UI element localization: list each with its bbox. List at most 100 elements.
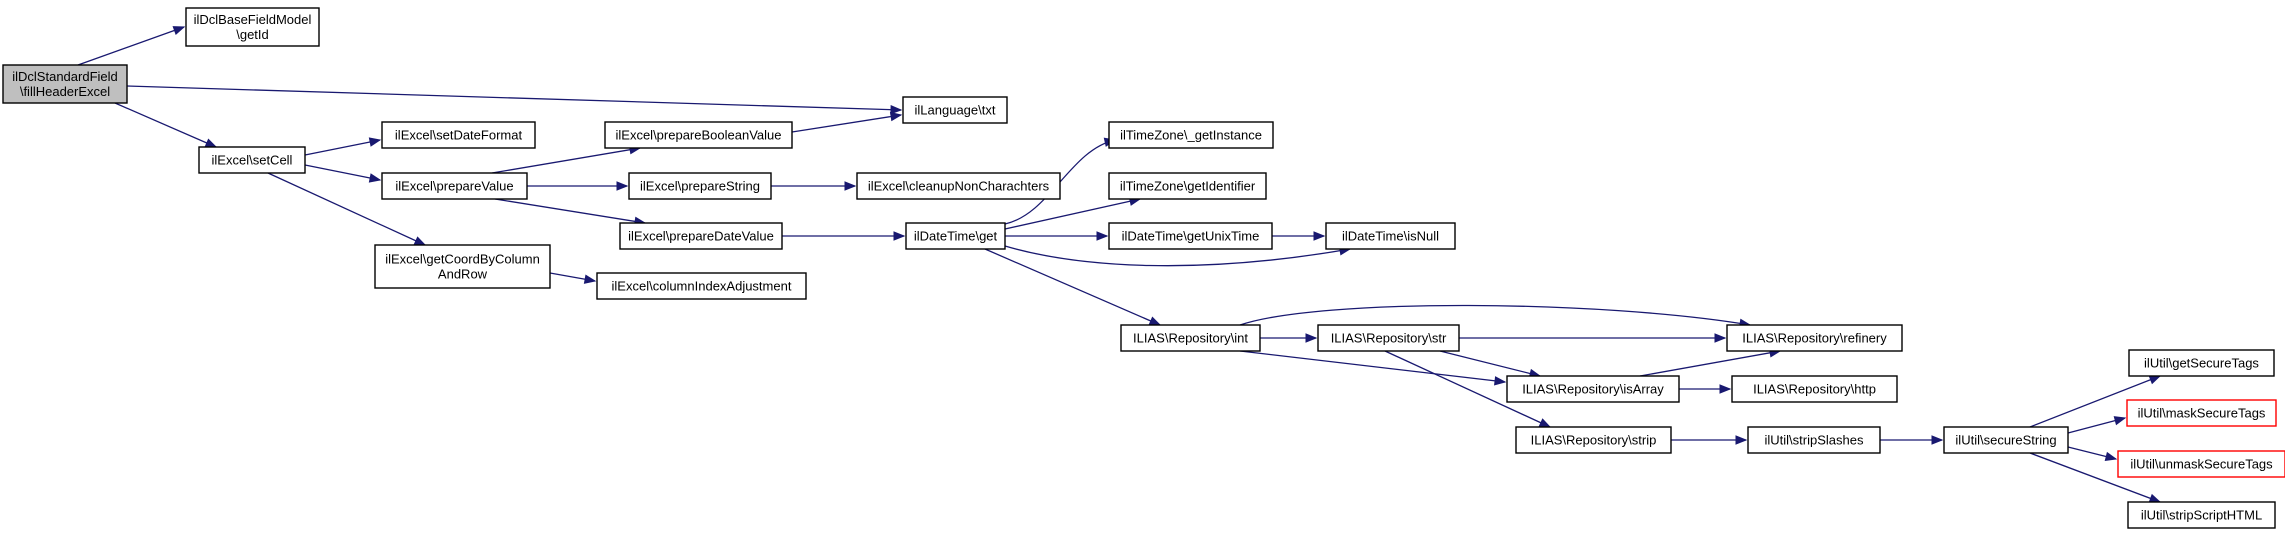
edge-secureString-to-unmaskSecureTags xyxy=(2067,446,2118,462)
arrowhead-icon xyxy=(893,231,906,241)
node-setDateFormat[interactable]: ilExcel\setDateFormat xyxy=(381,121,536,149)
edge-repoStr-to-repoRefinery xyxy=(1459,333,1727,343)
edge-line xyxy=(1639,350,1781,377)
edge-dateTimeGet-to-getUnixTime xyxy=(1005,231,1109,241)
arrowhead-icon xyxy=(583,274,597,284)
node-label: ilExcel\prepareString xyxy=(640,179,760,194)
node-columnIndexAdjustment[interactable]: ilExcel\columnIndexAdjustment xyxy=(596,272,807,300)
node-maskSecureTags[interactable]: ilUtil\maskSecureTags xyxy=(2126,399,2277,427)
edge-line xyxy=(2029,375,2161,428)
node-label: ilUtil\unmaskSecureTags xyxy=(2130,457,2273,472)
edge-repoStrip-to-stripSlashes xyxy=(1671,435,1748,445)
edge-line xyxy=(1239,304,1751,326)
arrowhead-icon xyxy=(2104,451,2118,462)
edge-prepareDateValue-to-dateTimeGet xyxy=(782,231,906,241)
edge-repoInt-to-repoStr xyxy=(1260,333,1318,343)
node-setCell[interactable]: ilExcel\setCell xyxy=(198,146,306,174)
node-stripSlashes[interactable]: ilUtil\stripSlashes xyxy=(1747,426,1881,454)
edge-prepareValue-to-prepareDateValue xyxy=(494,198,647,227)
node-repoStrip[interactable]: ILIAS\Repository\strip xyxy=(1515,426,1672,454)
node-box xyxy=(619,222,783,250)
node-label: ilUtil\stripScriptHTML xyxy=(2141,508,2262,523)
node-prepareString[interactable]: ilExcel\prepareString xyxy=(628,172,772,200)
node-box xyxy=(2,64,128,104)
edge-secureString-to-maskSecureTags xyxy=(2067,416,2127,434)
node-prepareBooleanValue[interactable]: ilExcel\prepareBooleanValue xyxy=(604,121,793,149)
node-label: ILIAS\Repository\refinery xyxy=(1742,331,1887,346)
edge-line xyxy=(491,147,641,174)
node-box xyxy=(856,172,1061,200)
arrowhead-icon xyxy=(368,137,382,147)
node-stripScriptHTML[interactable]: ilUtil\stripScriptHTML xyxy=(2127,501,2276,529)
node-box xyxy=(381,121,536,149)
edge-line xyxy=(304,139,381,156)
arrowhead-icon xyxy=(1313,231,1326,241)
arrowhead-icon xyxy=(1735,435,1748,445)
node-label: ilUtil\stripSlashes xyxy=(1765,433,1864,448)
node-box xyxy=(628,172,772,200)
node-label: ILIAS\Repository\strip xyxy=(1531,433,1657,448)
node-box xyxy=(1120,324,1261,352)
edge-line xyxy=(1004,198,1141,230)
node-dateTimeGet[interactable]: ilDateTime\get xyxy=(905,222,1006,250)
arrowhead-icon xyxy=(1148,316,1162,326)
node-txt[interactable]: ilLanguage\txt xyxy=(902,96,1008,124)
node-box xyxy=(596,272,807,300)
node-isNull[interactable]: ilDateTime\isNull xyxy=(1325,222,1456,250)
node-prepareDateValue[interactable]: ilExcel\prepareDateValue xyxy=(619,222,783,250)
arrowhead-icon xyxy=(1714,333,1727,343)
edge-root-to-txt xyxy=(126,85,903,115)
arrowhead-icon xyxy=(1538,418,1552,428)
node-box xyxy=(1108,121,1274,149)
edge-line xyxy=(494,198,646,224)
node-box xyxy=(2127,501,2276,529)
node-prepareValue[interactable]: ilExcel\prepareValue xyxy=(381,172,528,200)
node-repoStr[interactable]: ILIAS\Repository\str xyxy=(1317,324,1460,352)
edge-prepareBooleanValue-to-txt xyxy=(791,111,903,133)
node-getInstance[interactable]: ilTimeZone\_getInstance xyxy=(1108,121,1274,149)
node-label: ilExcel\cleanupNonCharachters xyxy=(868,179,1050,194)
edge-line xyxy=(1439,350,1541,377)
node-box xyxy=(1515,426,1672,454)
node-getIdentifier[interactable]: ilTimeZone\getIdentifier xyxy=(1108,172,1267,200)
node-getSecureTags[interactable]: ilUtil\getSecureTags xyxy=(2128,349,2275,377)
graph-nodes: ilDclStandardField\fillHeaderExcelilDclB… xyxy=(2,7,2285,529)
edge-repoStr-to-repoIsArray xyxy=(1439,350,1542,379)
arrowhead-icon xyxy=(1305,333,1318,343)
edge-repoInt-to-repoRefinery xyxy=(1239,304,1752,328)
edge-repoIsArray-to-repoHttp xyxy=(1679,384,1732,394)
arrowhead-icon xyxy=(844,181,857,191)
node-label: ilExcel\prepareBooleanValue xyxy=(616,128,782,143)
node-label: ILIAS\Repository\int xyxy=(1133,331,1248,346)
node-label: ilLanguage\txt xyxy=(915,103,996,118)
node-box xyxy=(1108,222,1273,250)
node-label: ilExcel\getCoordByColumn xyxy=(385,252,540,267)
node-repoInt[interactable]: ILIAS\Repository\int xyxy=(1120,324,1261,352)
arrowhead-icon xyxy=(1931,435,1944,445)
node-secureString[interactable]: ilUtil\secureString xyxy=(1943,426,2069,454)
node-box xyxy=(381,172,528,200)
edge-line xyxy=(126,85,902,111)
node-unmaskSecureTags[interactable]: ilUtil\unmaskSecureTags xyxy=(2117,450,2285,478)
node-cleanupNonCharachters[interactable]: ilExcel\cleanupNonCharachters xyxy=(856,172,1061,200)
node-label: ilUtil\secureString xyxy=(1955,433,2056,448)
node-getId[interactable]: ilDclBaseFieldModel\getId xyxy=(185,7,320,47)
arrowhead-icon xyxy=(1096,231,1109,241)
edge-line xyxy=(2029,452,2161,503)
node-label: ILIAS\Repository\isArray xyxy=(1522,382,1664,397)
node-repoHttp[interactable]: ILIAS\Repository\http xyxy=(1731,375,1898,403)
node-getUnixTime[interactable]: ilDateTime\getUnixTime xyxy=(1108,222,1273,250)
edge-line xyxy=(1004,245,1351,267)
node-repoIsArray[interactable]: ILIAS\Repository\isArray xyxy=(1506,375,1680,403)
arrowhead-icon xyxy=(1719,384,1732,394)
node-label: ilExcel\setDateFormat xyxy=(395,128,523,143)
node-repoRefinery[interactable]: ILIAS\Repository\refinery xyxy=(1726,324,1903,352)
edge-line xyxy=(304,164,381,181)
arrowhead-icon xyxy=(204,138,218,148)
node-box xyxy=(1747,426,1881,454)
node-box xyxy=(604,121,793,149)
edge-root-to-getId xyxy=(77,26,186,66)
edge-line xyxy=(267,172,426,246)
